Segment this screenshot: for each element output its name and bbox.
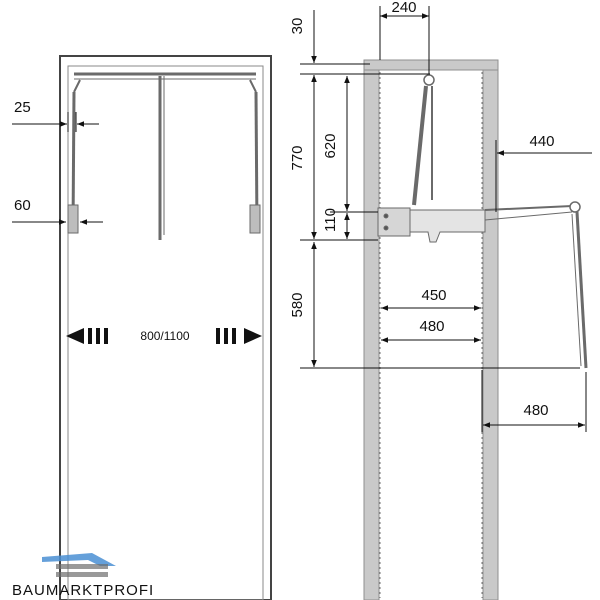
dim-30: 30 [289, 10, 317, 90]
dim-620: 620 [322, 76, 350, 211]
dim-25-label: 25 [14, 99, 31, 116]
watermark: BAUMARKTPROFI [12, 553, 154, 599]
arrow-right-icon [244, 328, 262, 344]
dim-620-label: 620 [322, 133, 339, 158]
dim-450: 450 [381, 287, 481, 311]
dim-110-label: 110 [322, 208, 339, 232]
cabinet-top [363, 59, 499, 71]
arrow-left-icon [66, 328, 84, 344]
dim-480-cabinet: 480 [381, 318, 481, 343]
dim-480-cabinet-label: 480 [419, 318, 444, 335]
dim-480-extension: 480 [483, 402, 585, 428]
dim-25: 25 [12, 99, 99, 132]
dim-440-label: 440 [529, 133, 554, 150]
dim-240: 240 [380, 0, 429, 19]
wardrobe-lift-mechanism [67, 72, 261, 240]
dim-30-label: 30 [289, 18, 306, 35]
watermark-text: BAUMARKTPROFI [12, 582, 154, 599]
dim-580: 580 [289, 242, 317, 367]
width-indicator: 800/1100 [66, 328, 262, 344]
dim-60: 60 [12, 197, 103, 225]
watermark-logo-icon [42, 553, 116, 566]
front-cabinet-outer [59, 55, 272, 600]
dim-580-label: 580 [289, 292, 306, 317]
dim-770-label: 770 [289, 145, 306, 170]
width-label: 800/1100 [140, 329, 189, 343]
dim-60-label: 60 [14, 197, 31, 214]
dim-770: 770 [289, 90, 317, 239]
dim-110: 110 [322, 208, 350, 239]
lift-arm-mechanism [377, 74, 588, 369]
front-cabinet-inner [67, 65, 264, 600]
front-view: 25 60 800/1100 [12, 55, 272, 600]
cabinet-wall-left [363, 59, 380, 600]
dim-440: 440 [497, 133, 592, 156]
dim-480-extension-label: 480 [523, 402, 548, 419]
dim-240-label: 240 [391, 0, 416, 16]
side-view: 240 30 770 620 110 580 [289, 0, 592, 600]
dim-450-label: 450 [421, 287, 446, 304]
extension-lines [300, 6, 587, 432]
